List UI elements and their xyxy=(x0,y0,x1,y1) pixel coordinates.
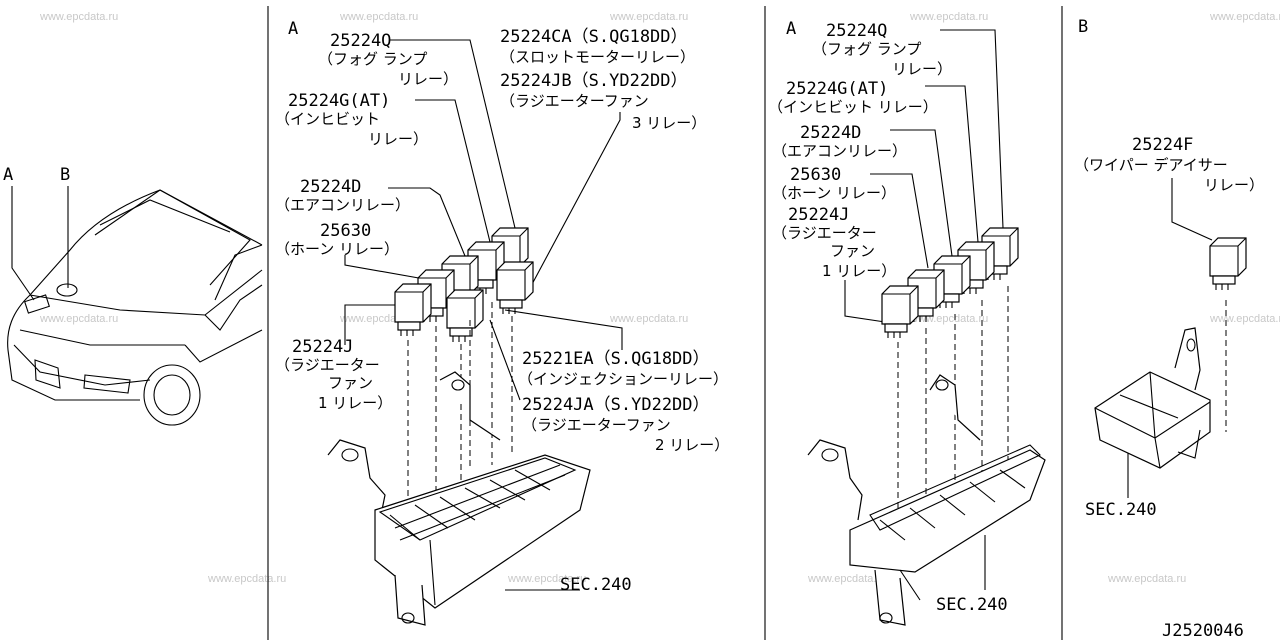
panel-title-b: B xyxy=(1078,17,1088,37)
watermark: www.epcdata.ru xyxy=(909,11,988,23)
relay-cluster xyxy=(394,227,534,343)
label-25224D: 25224D （エアコンリレー） xyxy=(772,123,907,160)
label-25224JB: 25224JB（S.YD22DD） （ラジエーターファン 3 リレー） xyxy=(500,71,706,132)
detail-a-reduced: A 25224Q （フォグ ランプ リレー） 25224G(AT) （インヒビッ… xyxy=(768,19,1046,626)
label-25630: 25630 （ホーン リレー） xyxy=(772,165,896,202)
leader-lines xyxy=(844,29,1004,590)
label-25224F: 25224F （ワイパー デアイサー リレー） xyxy=(1074,135,1264,194)
watermark: www.epcdata.ru xyxy=(807,573,886,585)
label-25224CA: 25224CA（S.QG18DD） （スロットモーターリレー） xyxy=(500,27,697,66)
car-overview: A B xyxy=(3,165,263,426)
relay-bracket xyxy=(327,371,591,626)
label-25221EA: 25221EA（S.QG18DD） （インジェクションーリレー） xyxy=(518,349,728,388)
detail-a-full: A 25224Q （フォグ ランプ リレー） 25224CA（S.QG18DD）… xyxy=(275,19,729,626)
panel-dividers xyxy=(267,6,1063,640)
watermark: www.epcdata.ru xyxy=(1107,573,1186,585)
alignment-lines xyxy=(407,302,513,505)
label-25224Q: 25224Q （フォグ ランプ リレー） xyxy=(812,21,952,78)
watermark: www.epcdata.ru xyxy=(609,313,688,325)
label-25224G-at: 25224G(AT) （インヒビット リレー） xyxy=(768,79,938,116)
car-illustration xyxy=(7,189,263,426)
sec-label: SEC.240 xyxy=(936,595,1008,615)
relay xyxy=(1209,237,1247,291)
sec-label: SEC.240 xyxy=(1085,500,1157,520)
watermark: www.epcdata.ru xyxy=(507,573,586,585)
label-25630: 25630 （ホーン リレー） xyxy=(275,221,399,258)
label-25224Q: 25224Q （フォグ ランプ リレー） xyxy=(318,31,458,88)
label-25224G-at: 25224G(AT) （インヒビット リレー） xyxy=(275,91,428,148)
watermark: www.epcdata.ru xyxy=(1209,313,1280,325)
sec-label: SEC.240 xyxy=(560,575,632,595)
label-25224J: 25224J （ラジエーター ファン 1 リレー） xyxy=(275,337,392,412)
panel-title-a: A xyxy=(288,19,298,39)
drawing-number: J2520046 xyxy=(1162,621,1244,640)
callout-b: B xyxy=(60,165,70,185)
relay-bracket xyxy=(807,374,1046,626)
detail-b: B 25224F （ワイパー デアイサー リレー） SEC.240 xyxy=(1074,17,1264,520)
watermark: www.epcdata.ru xyxy=(39,11,118,23)
watermark: www.epcdata.ru xyxy=(1209,11,1280,23)
label-25224J: 25224J （ラジエーター ファン 1 リレー） xyxy=(772,205,896,280)
callout-a: A xyxy=(3,165,13,185)
leader-lines xyxy=(344,39,623,591)
watermark: www.epcdata.ru xyxy=(39,313,118,325)
label-25224JA: 25224JA（S.YD22DD） （ラジエーターファン 2 リレー） xyxy=(522,395,729,454)
watermark: www.epcdata.ru xyxy=(339,11,418,23)
label-25224D: 25224D （エアコンリレー） xyxy=(275,177,410,214)
watermark: www.epcdata.ru xyxy=(609,11,688,23)
panel-title-a: A xyxy=(786,19,796,39)
leader-lines xyxy=(1127,178,1213,498)
watermarks: www.epcdata.ru www.epcdata.ru www.epcdat… xyxy=(39,11,1280,585)
watermark: www.epcdata.ru xyxy=(207,573,286,585)
relay-holder xyxy=(1094,327,1211,469)
